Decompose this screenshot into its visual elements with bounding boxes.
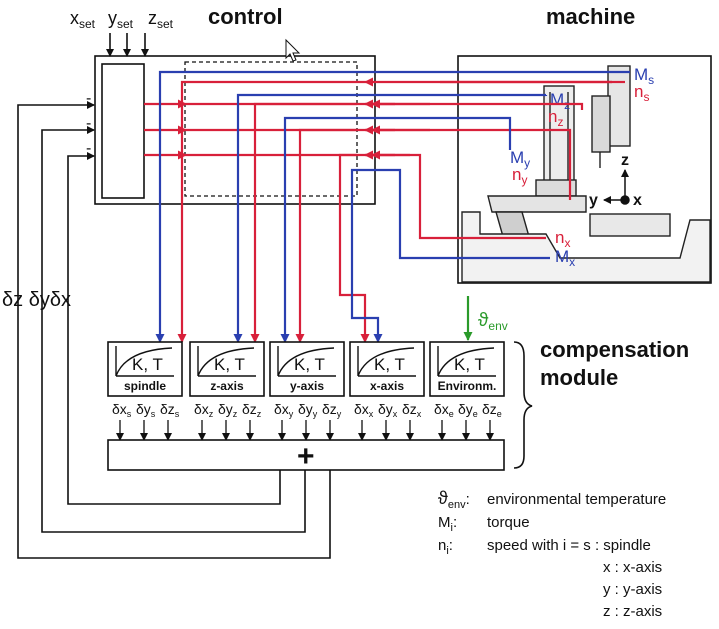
module-output: δys xyxy=(136,401,156,419)
signal-ns: ns xyxy=(634,82,649,104)
module-output: δyy xyxy=(298,401,318,419)
module-output: δye xyxy=(458,401,478,419)
module-output: δxx xyxy=(354,401,374,419)
input-x-set: xset xyxy=(70,8,96,31)
minus-sign-2: - xyxy=(86,115,91,132)
legend: ϑenv:environmental temperature Mi:torque… xyxy=(438,488,666,620)
input-z-set: zset xyxy=(148,8,174,31)
compensation-title-line2: module xyxy=(540,365,618,390)
signal-ny: ny xyxy=(512,165,527,187)
feedback-label: δz δyδx xyxy=(2,289,71,311)
module-output: δzx xyxy=(402,401,422,419)
module-output: δzs xyxy=(160,401,180,419)
module-output: δyx xyxy=(378,401,398,419)
module-kt: K, T xyxy=(294,355,325,374)
env-temp-label: ϑenv xyxy=(478,310,508,333)
module-label: x-axis xyxy=(370,379,404,393)
module-kt: K, T xyxy=(374,355,405,374)
signal-Mx: Mx xyxy=(555,247,575,269)
machine-title: machine xyxy=(546,4,635,29)
legend-env: ϑenv:environmental temperature xyxy=(438,488,666,511)
mouse-cursor-icon xyxy=(285,38,301,62)
control-title: control xyxy=(208,4,283,29)
module-output: δxe xyxy=(434,401,454,419)
controller-block xyxy=(101,63,145,199)
minus-sign-3: - xyxy=(86,140,91,157)
drive-output-arrows xyxy=(371,99,395,160)
module-brace xyxy=(513,341,533,469)
module-output: δxs xyxy=(112,401,132,419)
sum-symbol: + xyxy=(297,440,315,473)
machine-tool-drawing xyxy=(461,65,711,283)
machine-axes xyxy=(603,169,630,205)
legend-speed: ni:speed with i = s : spindle xyxy=(438,537,651,557)
module-label: y-axis xyxy=(290,379,324,393)
input-y-set: yset xyxy=(108,8,134,31)
input-arrows xyxy=(106,33,149,57)
module-output: δze xyxy=(482,401,502,419)
minus-sign-1: - xyxy=(86,90,91,107)
module-kt: K, T xyxy=(214,355,245,374)
module-label: spindle xyxy=(124,379,166,393)
torque-lines xyxy=(155,70,630,343)
feedback-lines xyxy=(17,101,331,559)
axis-y-label: y xyxy=(589,192,598,209)
signal-Ms: Ms xyxy=(634,65,654,87)
step-response-icon xyxy=(197,346,256,377)
compensation-title-line1: compensation xyxy=(540,337,689,362)
step-response-icon xyxy=(115,346,174,377)
axis-x-label: x xyxy=(633,192,642,209)
step-response-icon xyxy=(437,346,496,377)
step-response-icon xyxy=(277,346,336,377)
module-label: Environm. xyxy=(438,379,497,393)
sum-block xyxy=(107,439,505,471)
signal-nx: nx xyxy=(555,228,570,250)
legend-row-z: z : z-axis xyxy=(603,603,662,620)
machine-box xyxy=(457,55,712,284)
signal-nz: nz xyxy=(548,107,563,129)
legend-torque: Mi:torque xyxy=(438,514,530,534)
module-output: δzz xyxy=(242,401,262,419)
legend-row-y: y : y-axis xyxy=(603,581,662,598)
axis-z-label: z xyxy=(621,152,629,169)
module-output: δyz xyxy=(218,401,238,419)
legend-row-x: x : x-axis xyxy=(603,559,662,576)
module-output: δxz xyxy=(194,401,214,419)
module-output: δxy xyxy=(274,401,294,419)
step-response-icon xyxy=(357,346,416,377)
signal-My: My xyxy=(510,148,530,170)
module-kt: K, T xyxy=(454,355,485,374)
module-kt: K, T xyxy=(132,355,163,374)
module-output: δzy xyxy=(322,401,342,419)
module-label: z-axis xyxy=(210,379,244,393)
